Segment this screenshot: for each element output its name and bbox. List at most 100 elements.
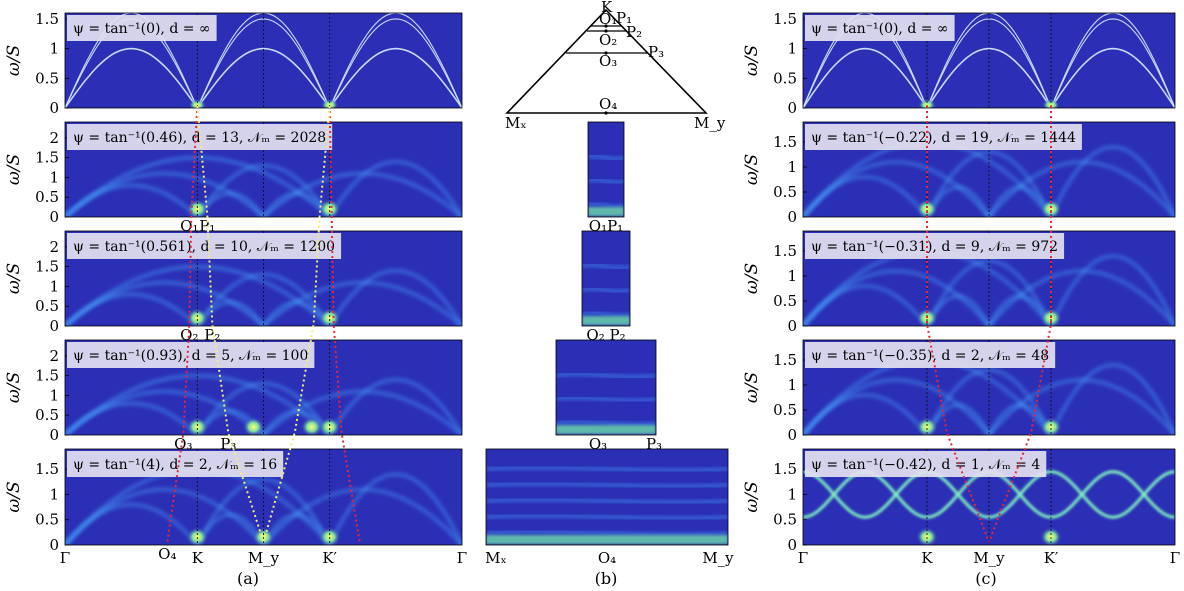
panel-annotation: ψ = tan⁻¹(−0.22), d = 19, 𝒩ₘ = 1444 xyxy=(811,130,1076,146)
slice-band xyxy=(486,498,728,504)
panel-annotation: ψ = tan⁻¹(0.561), d = 10, 𝒩ₘ = 1200 xyxy=(73,239,335,255)
intensity-hotspot xyxy=(916,527,938,545)
continuum-arc xyxy=(328,472,462,545)
continuum-arc xyxy=(65,156,331,217)
panel-annotation: ψ = tan⁻¹(0), d = ∞ xyxy=(73,21,211,37)
path-point-label: P₃ xyxy=(220,435,236,453)
intensity-hotspot xyxy=(318,308,341,326)
continuum-arc xyxy=(328,160,462,217)
x-tick-label: Γ xyxy=(1170,549,1180,567)
bz-label-o2: O₂ xyxy=(599,31,617,49)
plot-background xyxy=(582,231,630,326)
slice-band xyxy=(556,420,656,426)
intensity-hotspot xyxy=(186,417,209,435)
y-tick-label: 0.5 xyxy=(35,406,59,424)
spectral-bands xyxy=(582,263,630,325)
panel-annotation: ψ = tan⁻¹(0), d = ∞ xyxy=(811,21,949,37)
y-tick-label: 2 xyxy=(49,347,59,365)
path-point-label: O₂ xyxy=(180,326,198,344)
intensity-hotspot xyxy=(186,527,209,545)
intensity-hotspot xyxy=(186,308,209,326)
slice-low-energy-band xyxy=(486,535,728,544)
bz-point-o4 xyxy=(604,111,608,115)
slice-low-energy-band xyxy=(588,207,624,216)
spectral-bands xyxy=(556,372,656,434)
panel-annotation: ψ = tan⁻¹(0.93), d = 5, 𝒩ₘ = 100 xyxy=(73,348,308,364)
plot-frame xyxy=(802,12,1176,109)
x-tick-label: Γ xyxy=(60,549,70,567)
continuum-arc xyxy=(262,389,462,435)
y-axis-label: ω/S xyxy=(742,45,762,76)
panel-annotation: ψ = tan⁻¹(4), d = 2, 𝒩ₘ = 16 xyxy=(73,457,277,473)
bz-label-my: M_y xyxy=(694,114,726,132)
y-tick-label: 1 xyxy=(787,267,797,285)
panel-c4: 00.511.5ω/Sψ = tan⁻¹(−0.35), d = 2, 𝒩ₘ =… xyxy=(742,339,1176,444)
intensity-hotspot xyxy=(318,527,341,545)
plot-frame xyxy=(802,230,1176,327)
plot-background xyxy=(556,340,656,435)
y-tick-label: 1.5 xyxy=(773,10,797,28)
y-tick-label: 1 xyxy=(49,386,59,404)
continuum-arc xyxy=(196,273,331,326)
slice-band xyxy=(588,202,624,208)
panel-a2: 00.511.52ω/Sψ = tan⁻¹(0.46), d = 13, 𝒩ₘ … xyxy=(4,121,463,235)
y-tick-label: 0 xyxy=(49,317,59,335)
plot-frame xyxy=(64,121,463,218)
y-tick-label: 1.5 xyxy=(773,242,797,260)
path-point-label: O₄ xyxy=(158,545,176,563)
x-tick-label: M_y xyxy=(702,549,734,567)
bz-point-o1 xyxy=(604,24,608,28)
continuum-arc xyxy=(262,280,462,326)
panel-b2: O₂ P₂ xyxy=(581,230,631,344)
y-tick-label: 0 xyxy=(787,536,797,554)
intensity-hotspot xyxy=(318,199,341,217)
annotation-box xyxy=(67,15,217,41)
path-point-label: P₃ xyxy=(646,435,662,453)
magnon-branch-1 xyxy=(803,47,1175,108)
slice-band xyxy=(556,372,656,379)
continuum-arc xyxy=(328,378,462,435)
y-tick-label: 1 xyxy=(49,277,59,295)
caption-b: (b) xyxy=(595,569,618,588)
plot-frame xyxy=(64,12,463,109)
intensity-hotspot xyxy=(916,417,938,435)
path-point-label: O₁ xyxy=(180,217,198,235)
panel-annotation: ψ = tan⁻¹(−0.35), d = 2, 𝒩ₘ = 48 xyxy=(811,348,1049,364)
continuum-arc xyxy=(65,374,331,435)
path-point-label: O₃ xyxy=(589,435,607,453)
x-tick-label: M_y xyxy=(973,549,1005,567)
panel-a5: 00.511.5ω/Sψ = tan⁻¹(4), d = 2, 𝒩ₘ = 16O… xyxy=(4,448,467,567)
spectral-bands xyxy=(65,374,462,435)
y-axis-label: ω/S xyxy=(742,154,762,185)
plot-frame xyxy=(485,448,729,546)
goldstone-hotspot-1 xyxy=(918,99,936,108)
intensity-hotspot xyxy=(318,417,341,435)
panel-annotation: ψ = tan⁻¹(−0.42), d = 1, 𝒩ₘ = 4 xyxy=(811,457,1040,473)
continuum-arc xyxy=(987,160,1175,217)
annotation-box xyxy=(67,451,284,477)
plot-frame xyxy=(555,339,657,436)
bz-label-p2: P₂ xyxy=(626,23,642,41)
plot-frame xyxy=(64,339,463,436)
y-tick-label: 1.5 xyxy=(35,367,59,385)
panel-a1: 00.511.5ω/Sψ = tan⁻¹(0), d = ∞ xyxy=(4,10,463,117)
y-axis-label: ω/S xyxy=(742,372,762,403)
bz-label-o4: O₄ xyxy=(599,95,617,113)
bz-label-mx: Mₓ xyxy=(505,114,527,132)
continuum-arc xyxy=(328,269,462,326)
y-tick-label: 1 xyxy=(787,158,797,176)
x-tick-label: Γ xyxy=(457,549,467,567)
path-overlays xyxy=(166,105,1052,543)
y-tick-label: 1.5 xyxy=(773,460,797,478)
plot-frame xyxy=(64,448,463,546)
slice-band xyxy=(486,482,728,488)
annotation-box xyxy=(805,124,1082,150)
y-tick-label: 0 xyxy=(787,208,797,226)
slice-band xyxy=(582,263,630,270)
bz-label-p1: P₁ xyxy=(616,9,632,27)
intensity-hotspot xyxy=(1040,199,1062,217)
magnon-branch-1 xyxy=(65,47,462,108)
spectral-bands xyxy=(486,466,728,544)
y-tick-label: 2 xyxy=(49,238,59,256)
y-tick-label: 0.5 xyxy=(773,292,797,310)
